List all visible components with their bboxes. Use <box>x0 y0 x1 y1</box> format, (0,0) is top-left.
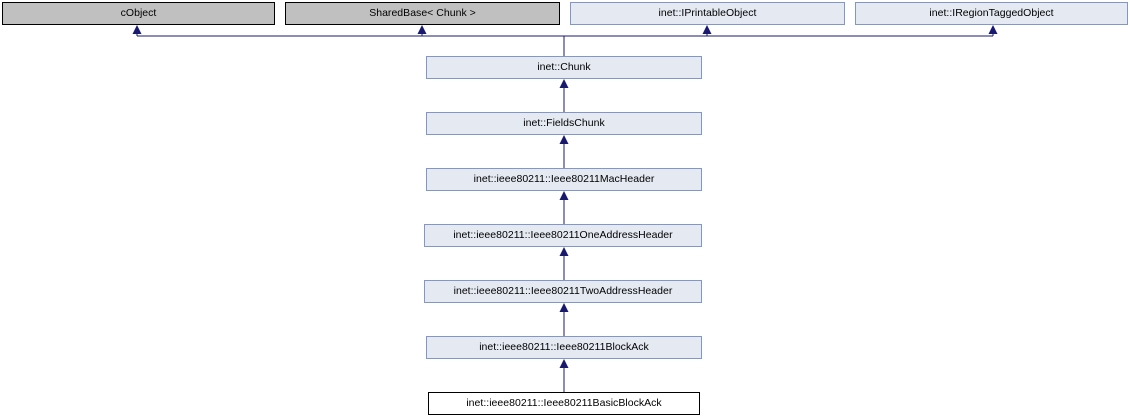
class-node-ieee80211macheader[interactable]: inet::ieee80211::Ieee80211MacHeader <box>426 168 702 191</box>
class-node-iregiontaggedobject[interactable]: inet::IRegionTaggedObject <box>855 2 1128 25</box>
class-node-label: cObject <box>120 7 157 20</box>
class-node-label: inet::IPrintableObject <box>658 7 757 20</box>
class-node-ieee80211oneaddressheader[interactable]: inet::ieee80211::Ieee80211OneAddressHead… <box>424 224 702 247</box>
class-node-label: inet::ieee80211::Ieee80211BasicBlockAck <box>466 397 662 410</box>
class-node-label: inet::Chunk <box>537 61 591 74</box>
class-node-label: inet::FieldsChunk <box>523 117 605 130</box>
class-node-label: inet::ieee80211::Ieee80211TwoAddressHead… <box>453 285 673 298</box>
class-node-cobject[interactable]: cObject <box>2 2 275 25</box>
class-node-chunk[interactable]: inet::Chunk <box>426 56 702 79</box>
class-node-ieee80211blockack[interactable]: inet::ieee80211::Ieee80211BlockAck <box>426 336 702 359</box>
class-node-ieee80211basicblockack[interactable]: inet::ieee80211::Ieee80211BasicBlockAck <box>428 392 700 415</box>
class-node-label: inet::ieee80211::Ieee80211OneAddressHead… <box>453 229 673 242</box>
class-node-ieee80211twoaddressheader[interactable]: inet::ieee80211::Ieee80211TwoAddressHead… <box>424 280 702 303</box>
class-node-label: SharedBase< Chunk > <box>369 7 476 20</box>
class-node-sharedbase-chunk[interactable]: SharedBase< Chunk > <box>285 2 560 25</box>
class-node-label: inet::ieee80211::Ieee80211BlockAck <box>479 341 649 354</box>
class-node-label: inet::IRegionTaggedObject <box>929 7 1054 20</box>
class-node-fieldschunk[interactable]: inet::FieldsChunk <box>426 112 702 135</box>
class-node-iprintableobject[interactable]: inet::IPrintableObject <box>570 2 845 25</box>
class-node-label: inet::ieee80211::Ieee80211MacHeader <box>473 173 655 186</box>
